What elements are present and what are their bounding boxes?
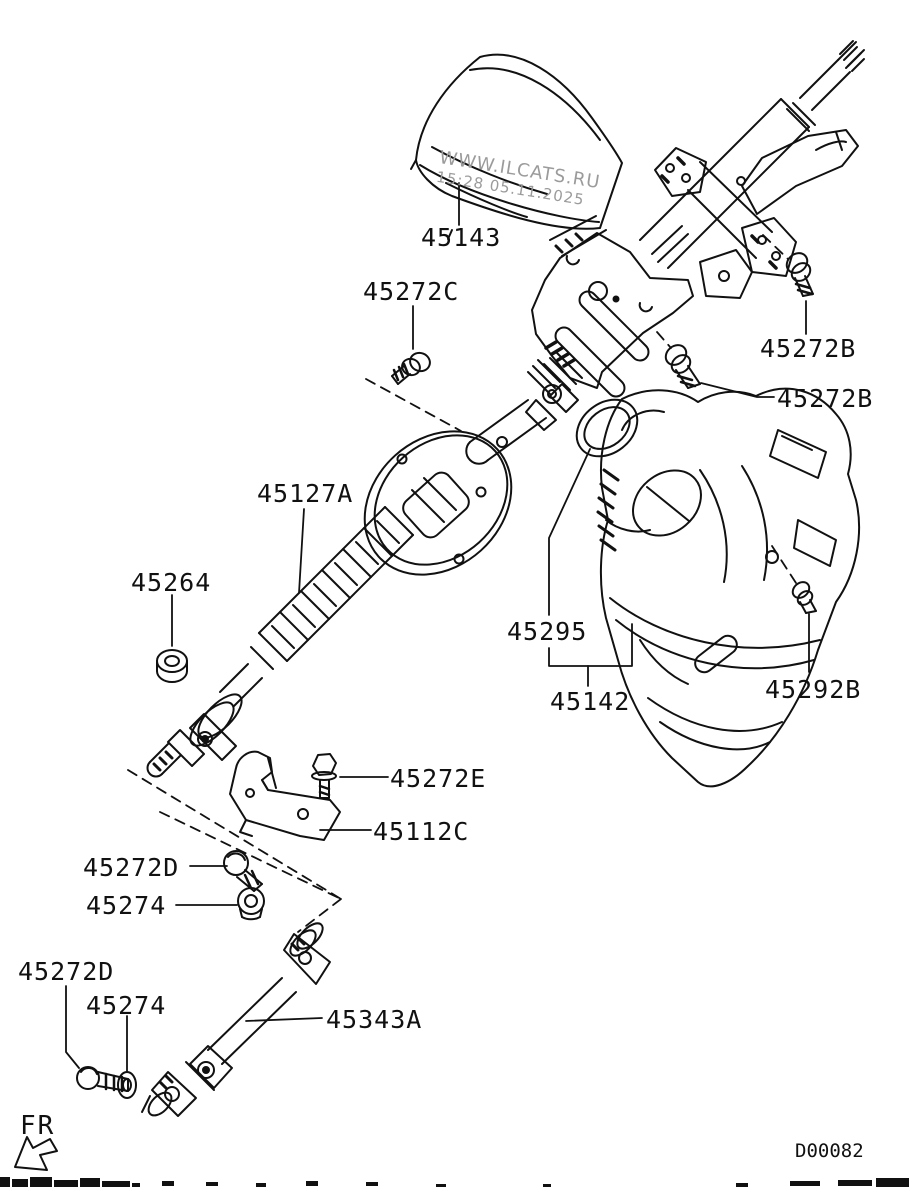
part-label-45127a[interactable]: 45127A	[257, 479, 354, 508]
bracket-45112c-drawing	[230, 752, 340, 840]
leader-lines	[66, 183, 809, 1071]
bolt-45272c-drawing	[392, 350, 432, 384]
nut-45274-upper-drawing	[238, 888, 264, 919]
part-label-45272d-upper[interactable]: 45272D	[83, 853, 180, 882]
bolt-45272b-lower-drawing	[662, 341, 700, 388]
part-label-45343a[interactable]: 45343A	[326, 1005, 423, 1034]
bolt-45272d-upper-drawing	[224, 851, 262, 891]
joint-45343a-drawing	[142, 919, 330, 1120]
part-label-45292b[interactable]: 45292B	[765, 675, 862, 704]
part-label-45274-upper[interactable]: 45274	[86, 891, 167, 920]
fr-direction-label: FR	[20, 1111, 56, 1141]
part-label-45143[interactable]: 45143	[421, 223, 502, 252]
flange-plate-drawing	[336, 402, 541, 604]
nut-45264-drawing	[157, 650, 187, 682]
diagram-code: D00082	[795, 1140, 864, 1162]
steering-column-shaft-drawing	[640, 41, 864, 268]
lower-yoke-spline-drawing	[148, 688, 249, 777]
part-label-45272d-lower[interactable]: 45272D	[18, 957, 115, 986]
part-label-45274-lower[interactable]: 45274	[86, 991, 167, 1020]
dashed-alignment-lines	[128, 235, 796, 932]
part-label-45142[interactable]: 45142	[550, 687, 631, 716]
tilt-bracket-drawing	[528, 216, 693, 396]
washer-45274-lower-drawing	[118, 1072, 136, 1098]
fr-arrow-icon	[15, 1137, 57, 1170]
column-covers-drawing	[598, 389, 859, 787]
screw-45292b-drawing	[790, 579, 816, 613]
part-label-45295[interactable]: 45295	[507, 617, 588, 646]
bottom-edge-fragments	[0, 1177, 909, 1187]
bolt-45272b-upper-drawing	[783, 249, 814, 296]
part-label-45272e[interactable]: 45272E	[390, 764, 487, 793]
o-ring-drawing	[566, 388, 649, 468]
mount-arm-drawing	[742, 130, 858, 214]
bolt-45272e-drawing	[312, 754, 336, 798]
part-label-45112c[interactable]: 45112C	[373, 817, 470, 846]
column-clamp-drawing	[655, 148, 796, 298]
part-label-45272b-lower[interactable]: 45272B	[777, 384, 874, 413]
part-label-45272b-upper[interactable]: 45272B	[760, 334, 857, 363]
part-label-45264[interactable]: 45264	[131, 568, 212, 597]
column-cover-drawing	[411, 55, 622, 239]
boot-drawing	[220, 507, 413, 706]
part-label-45272c[interactable]: 45272C	[363, 277, 460, 306]
mid-universal-joint-drawing	[466, 352, 582, 464]
bolt-45272d-lower-drawing	[77, 1067, 128, 1091]
